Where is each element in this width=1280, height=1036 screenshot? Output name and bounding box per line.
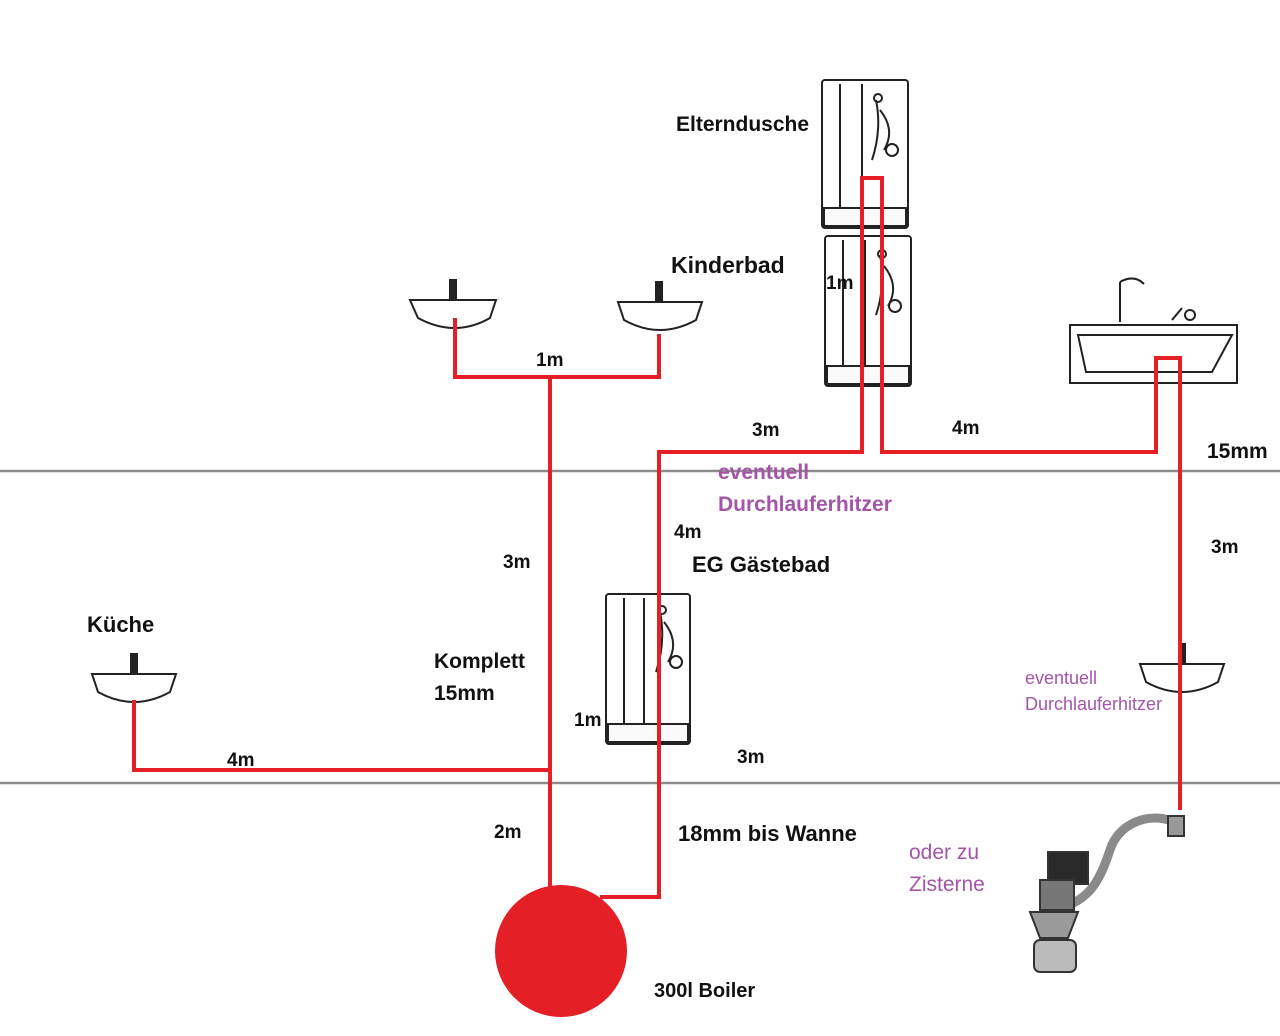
note-durchlauferhitzer-right: eventuell [1025, 668, 1097, 688]
note-zisterne-2: Zisterne [909, 873, 985, 896]
label-boiler: 300l Boiler [654, 980, 755, 1002]
pipe-sinks-top [453, 318, 661, 379]
shower-cabin-icon [821, 79, 909, 229]
length-dusche-stack: 1m [826, 273, 853, 294]
note-zisterne: oder zu [909, 841, 979, 864]
solenoid-valve-icon [1028, 813, 1185, 973]
pipe-network [132, 176, 1182, 899]
label-kinderbad: Kinderbad [671, 252, 785, 278]
sink-icon [90, 653, 178, 703]
shower-cabin-icon [824, 235, 912, 387]
label-15mm-right: 15mm [1207, 440, 1268, 463]
length-sinks-top: 1m [536, 350, 563, 371]
length-gaestebad-branch: 1m [574, 710, 601, 731]
label-kueche: Küche [87, 612, 154, 637]
label-eg-gaestebad: EG Gästebad [692, 552, 830, 577]
note-durchlauferhitzer-right-2: Durchlauferhitzer [1025, 694, 1162, 714]
length-riser-middle: 4m [674, 522, 701, 543]
label-elterndusche: Elterndusche [676, 113, 809, 136]
sink-icon [408, 279, 498, 329]
length-kueche-branch: 4m [227, 750, 254, 771]
length-to-bath: 4m [952, 418, 979, 439]
length-gaestebad-bottom: 3m [737, 747, 764, 768]
label-komplett-size: 15mm [434, 682, 495, 705]
pipe-riser-middle [600, 176, 1182, 899]
label-komplett: Komplett [434, 650, 525, 673]
length-riser-left: 3m [503, 552, 530, 573]
pipe-kueche [132, 700, 550, 772]
note-durchlauferhitzer-top-2: Durchlauferhitzer [718, 493, 892, 516]
length-right-drop: 3m [1211, 537, 1238, 558]
sink-icon [616, 281, 704, 331]
shower-cabin-icon [605, 593, 691, 745]
length-to-dusche: 3m [752, 420, 779, 441]
boiler-tank-icon [495, 885, 627, 1017]
label-wanne-18mm: 18mm bis Wanne [678, 821, 857, 846]
note-durchlauferhitzer-top: eventuell [718, 461, 809, 484]
length-boiler-riser: 2m [494, 822, 521, 843]
bathtub-icon [1069, 277, 1238, 384]
